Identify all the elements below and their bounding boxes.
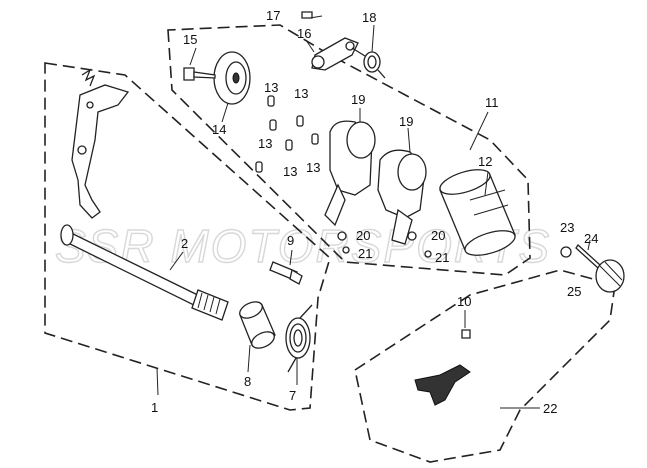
callout-24: 24 bbox=[584, 231, 598, 246]
stopper-plate-part bbox=[213, 51, 251, 105]
callout-14: 14 bbox=[212, 122, 226, 137]
callout-13d: 13 bbox=[283, 164, 297, 179]
small-spring-part bbox=[81, 68, 96, 87]
callout-11: 11 bbox=[485, 95, 499, 110]
pin-part bbox=[269, 261, 303, 285]
torsion-spring-part bbox=[285, 304, 313, 373]
callout-10: 10 bbox=[457, 294, 471, 309]
fork-pins-part bbox=[337, 231, 432, 258]
screw-part bbox=[461, 329, 471, 339]
callout-7: 7 bbox=[289, 388, 296, 403]
callout-22: 22 bbox=[543, 401, 557, 416]
dowel-pins-part bbox=[255, 95, 319, 173]
callout-23: 23 bbox=[560, 220, 574, 235]
shift-fork-left-part bbox=[324, 120, 376, 227]
callout-13c: 13 bbox=[258, 136, 272, 151]
callout-9: 9 bbox=[287, 233, 294, 248]
callout-19a: 19 bbox=[351, 92, 365, 107]
shift-fork-right-part bbox=[377, 149, 427, 245]
callout-21b: 21 bbox=[435, 250, 449, 265]
callout-21a: 21 bbox=[358, 246, 372, 261]
cover-plate-part bbox=[414, 364, 471, 406]
neutral-switch-parts bbox=[560, 244, 625, 293]
callout-13e: 13 bbox=[306, 160, 320, 175]
bushing-part bbox=[239, 301, 276, 349]
callout-12: 12 bbox=[478, 154, 492, 169]
group-11-boundary bbox=[167, 24, 531, 276]
callout-13b: 13 bbox=[294, 86, 308, 101]
callout-13a: 13 bbox=[264, 80, 278, 95]
callout-20a: 20 bbox=[356, 228, 370, 243]
shift-drum-part bbox=[439, 169, 516, 256]
callout-15: 15 bbox=[183, 32, 197, 47]
callout-25: 25 bbox=[567, 284, 581, 299]
callout-8: 8 bbox=[244, 374, 251, 389]
return-spring-part bbox=[351, 47, 386, 79]
group-22-boundary bbox=[354, 269, 616, 463]
callout-16: 16 bbox=[297, 26, 311, 41]
callout-17: 17 bbox=[266, 8, 280, 23]
callout-leaders bbox=[156, 15, 591, 409]
stopper-lever-part bbox=[311, 37, 359, 71]
shift-shaft-part bbox=[60, 84, 229, 321]
group-1-boundary bbox=[44, 62, 331, 411]
callout-2: 2 bbox=[181, 236, 188, 251]
callout-19b: 19 bbox=[399, 114, 413, 129]
callout-1: 1 bbox=[151, 400, 158, 415]
callout-20b: 20 bbox=[431, 228, 445, 243]
small-pin-part bbox=[301, 11, 313, 19]
callout-labels: 1 2 7 8 9 10 11 12 13 13 13 13 13 14 15 … bbox=[151, 8, 598, 416]
bolt-part bbox=[183, 67, 216, 81]
callout-18: 18 bbox=[362, 10, 376, 25]
